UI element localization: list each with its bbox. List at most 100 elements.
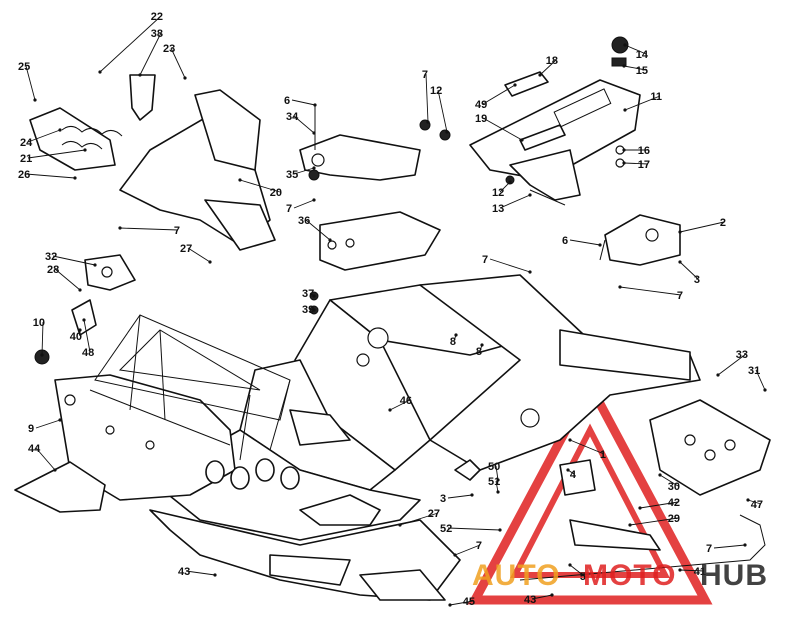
leader-line-26 [25, 173, 76, 179]
callout-12: 12 [492, 187, 504, 199]
leader-line-43 [185, 570, 216, 576]
callout-29: 29 [668, 513, 680, 525]
callout-38: 38 [151, 28, 163, 40]
callout-11: 11 [650, 91, 662, 103]
leader-line-13 [499, 194, 531, 209]
callout-7: 7 [174, 225, 180, 237]
callout-7: 7 [677, 290, 683, 302]
leader-line-12 [437, 89, 448, 133]
leader-end-4 [566, 468, 570, 472]
leader-end-5 [568, 563, 572, 567]
callout-8: 8 [450, 336, 456, 348]
leader-line-7 [713, 544, 746, 549]
leader-end-26 [73, 176, 77, 180]
leader-end-34 [312, 131, 316, 135]
leader-end-36 [328, 238, 332, 242]
leader-line-21 [27, 149, 86, 159]
callout-20: 20 [270, 187, 282, 199]
callout-7: 7 [422, 69, 428, 81]
leader-end-33 [716, 373, 720, 377]
leader-end-44 [53, 468, 57, 472]
callout-33: 33 [736, 349, 748, 361]
callout-4: 4 [570, 469, 577, 481]
leader-end-16 [622, 148, 626, 152]
callout-43: 43 [178, 566, 190, 578]
leader-end-28 [78, 288, 82, 292]
leader-end-49 [513, 83, 517, 87]
leader-line-19 [482, 117, 523, 141]
callout-49: 49 [475, 99, 487, 111]
callout-15: 15 [636, 65, 648, 77]
leader-line-46 [389, 399, 411, 411]
leader-line-48 [83, 319, 91, 353]
leader-end-37 [312, 294, 316, 298]
callout-14: 14 [636, 49, 649, 61]
callout-48: 48 [82, 347, 94, 359]
leader-line-7 [293, 199, 315, 209]
callout-2: 2 [720, 217, 726, 229]
callout-44: 44 [28, 443, 41, 455]
callout-3: 3 [694, 274, 700, 286]
leader-end-13 [528, 193, 532, 197]
leader-end-39 [312, 308, 316, 312]
callout-46: 46 [400, 395, 412, 407]
leader-end-24 [58, 128, 62, 132]
leader-line-10 [41, 321, 44, 356]
steering-bracket [299, 105, 421, 181]
callout-27: 27 [180, 243, 192, 255]
leader-end-22 [98, 70, 102, 74]
leader-end-19 [520, 138, 524, 142]
leader-line-24 [27, 129, 61, 143]
callout-41: 41 [694, 566, 706, 578]
callout-6: 6 [562, 235, 568, 247]
leader-line-7 [119, 227, 179, 231]
leader-end-27 [208, 260, 212, 264]
callout-10: 10 [33, 317, 45, 329]
callout-7: 7 [482, 254, 488, 266]
leader-end-12 [445, 130, 449, 134]
callout-6: 6 [284, 95, 290, 107]
leader-end-7 [118, 226, 122, 230]
callout-25: 25 [18, 61, 30, 73]
leader-end-31 [763, 388, 767, 392]
leader-end-25 [33, 98, 37, 102]
leader-line-3 [679, 261, 699, 280]
leader-line-23 [170, 47, 186, 79]
callout-22: 22 [151, 11, 163, 23]
leader-end-46 [388, 408, 392, 412]
leader-end-3 [470, 493, 474, 497]
leader-end-29 [628, 523, 632, 527]
leader-line-7 [454, 544, 481, 556]
leader-end-18 [538, 73, 542, 77]
leader-line-5 [569, 564, 585, 577]
leader-end-27 [398, 523, 402, 527]
leader-end-43 [550, 593, 554, 597]
rear-skid-bumper [519, 399, 771, 581]
callout-19: 19 [475, 113, 487, 125]
callout-17: 17 [638, 159, 650, 171]
callout-5: 5 [580, 571, 586, 583]
callout-36: 36 [298, 215, 310, 227]
leader-line-7 [489, 258, 531, 273]
leader-end-38 [138, 73, 142, 77]
leader-line-38 [139, 32, 162, 76]
leader-line-27 [187, 247, 211, 263]
callout-16: 16 [638, 145, 650, 157]
leader-end-8 [480, 343, 484, 347]
leader-line-9 [35, 419, 61, 429]
leader-end-48 [82, 318, 86, 322]
watermark-part2: MOTO [583, 559, 676, 592]
watermark-part3: HUB [700, 559, 768, 592]
hood-console-assembly [29, 74, 276, 251]
leader-end-40 [78, 328, 82, 332]
leader-end-23 [183, 76, 187, 80]
callout-30: 30 [668, 481, 680, 493]
callout-43: 43 [524, 594, 536, 606]
callout-50: 50 [488, 461, 500, 473]
leader-line-14 [624, 44, 647, 55]
leader-line-47 [747, 499, 762, 505]
leader-line-42 [639, 501, 679, 509]
leader-line-27 [399, 512, 439, 526]
